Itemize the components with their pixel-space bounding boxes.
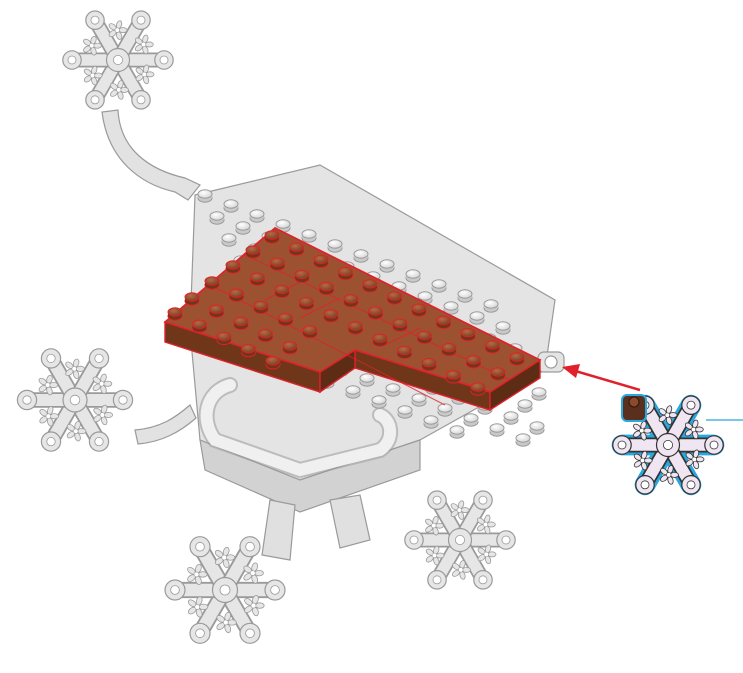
stud [418, 331, 432, 343]
stud [532, 388, 546, 400]
stud [471, 383, 485, 395]
stud [290, 243, 304, 255]
stud [432, 280, 446, 292]
stud [283, 342, 297, 354]
stud [205, 277, 219, 289]
stud [210, 305, 224, 317]
stud [510, 353, 524, 365]
stud [242, 344, 256, 356]
stud [486, 341, 500, 353]
stud [295, 270, 309, 282]
stud [224, 200, 238, 212]
stud [470, 312, 484, 324]
stud [412, 304, 426, 316]
stud [516, 434, 530, 446]
stud [438, 404, 452, 416]
stud [259, 329, 273, 341]
stud [484, 300, 498, 312]
stud [380, 260, 394, 272]
stud [496, 322, 510, 334]
stud [254, 301, 268, 313]
stud [393, 319, 407, 331]
curved-stem [102, 110, 200, 200]
stud [412, 394, 426, 406]
stud [386, 384, 400, 396]
stud [339, 267, 353, 279]
stud [246, 246, 260, 258]
stud [303, 326, 317, 338]
snowflake-branch-icon [63, 11, 173, 109]
stud [185, 293, 199, 305]
stud [198, 190, 212, 202]
stud [467, 356, 481, 368]
stud [236, 222, 250, 234]
stud [354, 250, 368, 262]
stud [491, 368, 505, 380]
stud [424, 416, 438, 428]
stud [450, 426, 464, 438]
stud [530, 422, 544, 434]
stud [388, 292, 402, 304]
stud [314, 255, 328, 267]
stud [363, 280, 377, 292]
stud [226, 261, 240, 273]
stud [518, 400, 532, 412]
stud [398, 406, 412, 418]
stud [210, 212, 224, 224]
stud [398, 346, 412, 358]
stud [437, 316, 451, 328]
arrow-icon [562, 364, 640, 390]
stud [271, 258, 285, 270]
left-arm [135, 405, 196, 444]
leg-left [262, 500, 295, 560]
stud [346, 386, 360, 398]
stud [328, 240, 342, 252]
stud [461, 328, 475, 340]
stud [234, 317, 248, 329]
stud [250, 210, 264, 222]
stud [447, 371, 461, 383]
stud [369, 307, 383, 319]
stud [422, 358, 436, 370]
snowflake-branch-icon [405, 491, 515, 589]
stud [230, 289, 244, 301]
stud [373, 334, 387, 346]
stud [279, 313, 293, 325]
stud [275, 285, 289, 297]
stud [464, 414, 478, 426]
snowflake-branch-icon [613, 395, 743, 494]
stud [193, 320, 207, 332]
stud [324, 310, 338, 322]
stud [168, 308, 182, 320]
callout-brown-clip [622, 395, 646, 421]
stud [458, 290, 472, 302]
stud [344, 295, 358, 307]
stud [442, 343, 456, 355]
leg-right [330, 495, 370, 548]
stud [222, 234, 236, 246]
stud [504, 412, 518, 424]
stud [266, 357, 280, 369]
stud [406, 270, 420, 282]
stud [372, 396, 386, 408]
stud [251, 273, 265, 285]
attachment-point [538, 352, 564, 372]
stud [302, 230, 316, 242]
snowflake-branch-icon [17, 349, 132, 451]
stud [320, 282, 334, 294]
stud [300, 297, 314, 309]
stud [349, 322, 363, 334]
stud [217, 332, 231, 344]
stud [360, 374, 374, 386]
stud [265, 231, 279, 243]
stud [490, 424, 504, 436]
